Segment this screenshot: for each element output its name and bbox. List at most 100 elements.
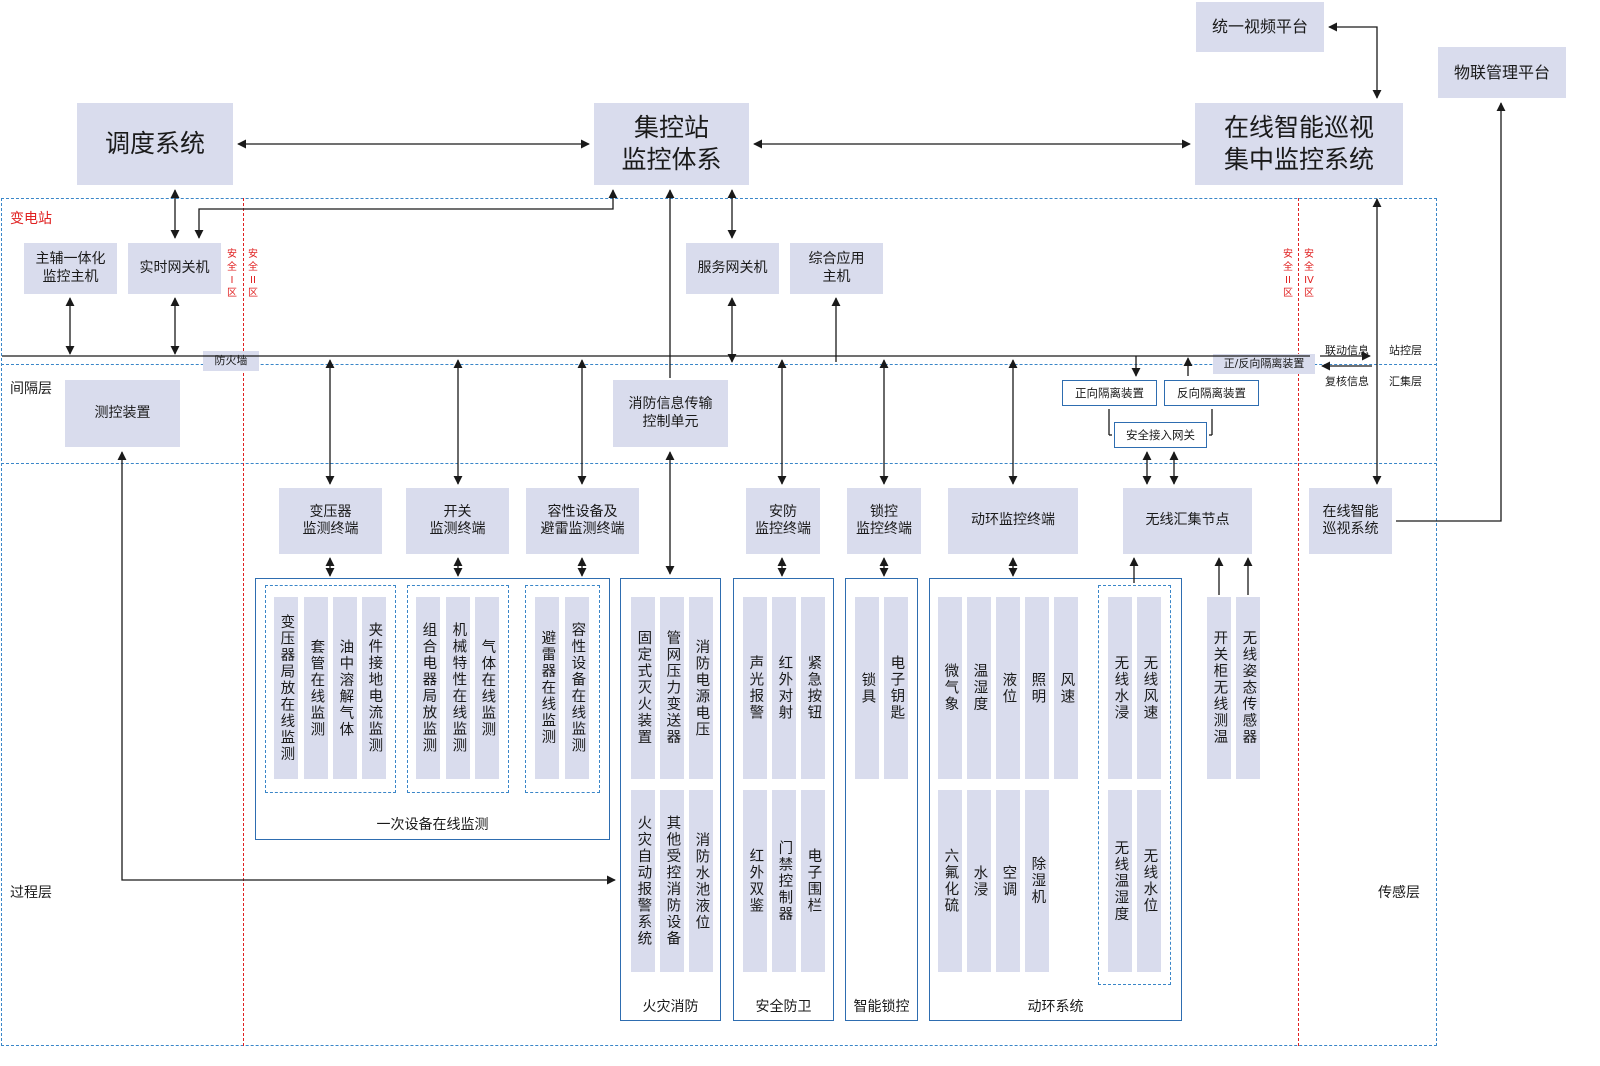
- env-e5: 风速: [1054, 597, 1078, 779]
- env-e7: 水浸: [967, 790, 991, 972]
- security-terminal[interactable]: 安防 监控终端: [746, 488, 820, 554]
- lock-l1: 锁具: [855, 597, 879, 779]
- iso-combined-label: 正/反向隔离装置: [1223, 357, 1305, 371]
- env-terminal[interactable]: 动环监控终端: [948, 488, 1078, 554]
- iso-device-combined: 正/反向隔离装置: [1213, 354, 1315, 374]
- fire-unit-label-2: 控制单元: [642, 413, 699, 430]
- security-zone-2-label: 安 全 II 区: [248, 249, 258, 299]
- main-aux-host[interactable]: 主辅一体化 监控主机: [24, 243, 117, 294]
- sec-a6: 电子围栏: [801, 790, 825, 972]
- lock-l2-label: 电子钥匙: [888, 655, 905, 721]
- env-x1-label: 开关柜无线测温: [1211, 630, 1228, 746]
- sec-a4: 红外双鉴: [743, 790, 767, 972]
- fire-f1-label: 固定式灭火装置: [635, 630, 652, 746]
- link-video-patrol: [1328, 22, 1382, 99]
- env-e7-label: 水浸: [971, 864, 988, 898]
- lock-terminal-label-2: 监控终端: [856, 521, 912, 537]
- sec-a1-label: 声光报警: [747, 655, 764, 721]
- fire-info-transfer-unit[interactable]: 消防信息传输 控制单元: [613, 380, 728, 447]
- reverse-iso-label: 反向隔离装置: [1177, 386, 1246, 400]
- integrated-app-host[interactable]: 综合应用 主机: [790, 243, 883, 294]
- env-e8-label: 空调: [1000, 864, 1017, 898]
- fire-f3-label: 消防电源电压: [693, 638, 710, 738]
- env-e1: 微气象: [938, 597, 962, 779]
- forward-isolation-device[interactable]: 正向隔离装置: [1062, 380, 1157, 406]
- fire-f4-label: 火灾自动报警系统: [635, 815, 652, 947]
- fire-f5: 其他受控消防设备: [660, 790, 684, 972]
- fire-caption: 火灾消防: [642, 999, 699, 1015]
- env-w4: 无线水位: [1137, 790, 1161, 972]
- env-caption: 动环系统: [1027, 999, 1084, 1015]
- unified-video-platform[interactable]: 统一视频平台: [1196, 2, 1324, 52]
- fire-f2: 管网压力变送器: [660, 597, 684, 779]
- fire-f6-label: 消防水池液位: [693, 831, 710, 931]
- fire-f3: 消防电源电压: [689, 597, 713, 779]
- env-terminal-label: 动环监控终端: [971, 512, 1055, 529]
- sec-a2: 红外对射: [772, 597, 796, 779]
- env-e8: 空调: [996, 790, 1020, 972]
- wireless-node[interactable]: 无线汇集节点: [1123, 488, 1252, 554]
- security-group: [733, 578, 834, 1021]
- env-w1-label: 无线水浸: [1112, 655, 1129, 721]
- secure-access-gateway[interactable]: 安全接入网关: [1114, 422, 1207, 448]
- aggregation-layer-label: 汇集层: [1389, 375, 1422, 388]
- dispatch-system[interactable]: 调度系统: [77, 103, 233, 185]
- service-gateway[interactable]: 服务网关机: [686, 243, 779, 294]
- fire-unit-label-1: 消防信息传输: [628, 396, 713, 412]
- iot-platform-label: 物联管理平台: [1453, 62, 1550, 82]
- integrated-label-1: 综合应用: [808, 251, 865, 267]
- env-e6: 六氟化硫: [938, 790, 962, 972]
- security-zone-1-label: 安 全 I 区: [227, 249, 237, 299]
- service-gateway-label: 服务网关机: [697, 259, 768, 276]
- link-realtime-central: [194, 189, 618, 239]
- measure-control-label: 测控装置: [94, 404, 151, 421]
- sec-a5-label: 门禁控制器: [776, 839, 793, 923]
- forward-iso-label: 正向隔离装置: [1075, 386, 1144, 400]
- wireless-subgroup: [1098, 585, 1171, 985]
- realtime-gateway[interactable]: 实时网关机: [128, 243, 221, 294]
- iot-platform[interactable]: 物联管理平台: [1438, 47, 1566, 98]
- sec-a6-label: 电子围栏: [805, 848, 822, 914]
- lock-caption: 智能锁控: [853, 999, 910, 1015]
- bay-zone-divider: [1, 364, 1437, 464]
- online-patrol-system[interactable]: 在线智能 巡视系统: [1309, 488, 1392, 554]
- link-info-label: 联动信息: [1325, 344, 1369, 357]
- sec-a4-label: 红外双鉴: [747, 848, 764, 914]
- measure-control-device[interactable]: 测控装置: [65, 380, 180, 447]
- env-e1-label: 微气象: [942, 663, 959, 713]
- review-info-label: 复核信息: [1325, 375, 1369, 388]
- centralized-control-station[interactable]: 集控站 监控体系: [594, 103, 749, 185]
- fire-group: [620, 578, 721, 1021]
- env-e4-label: 照明: [1029, 671, 1046, 705]
- link-measure-firegrp: [117, 451, 616, 885]
- reverse-isolation-device[interactable]: 反向隔离装置: [1164, 380, 1259, 406]
- env-w1: 无线水浸: [1108, 597, 1132, 779]
- lock-group: [845, 578, 918, 1021]
- station-control-layer-label: 站控层: [1389, 344, 1422, 357]
- sensing-layer-label: 传感层: [1378, 885, 1420, 901]
- security-terminal-label-2: 监控终端: [755, 521, 811, 537]
- lock-terminal[interactable]: 锁控 监控终端: [847, 488, 921, 554]
- fire-f2-label: 管网压力变送器: [664, 630, 681, 746]
- substation-zone: [1, 198, 1437, 1046]
- main-aux-label-1: 主辅一体化: [35, 251, 106, 267]
- env-group: [929, 578, 1182, 1021]
- link-patrol-iot: [1396, 102, 1506, 522]
- env-w2-label: 无线风速: [1141, 655, 1158, 721]
- security-divider-right: [1298, 198, 1299, 1046]
- lock-terminal-label-1: 锁控: [870, 503, 898, 520]
- sec-a3: 紧急按钮: [801, 597, 825, 779]
- sec-a5: 门禁控制器: [772, 790, 796, 972]
- env-e2-label: 温湿度: [971, 663, 988, 713]
- env-e9-label: 除湿机: [1029, 856, 1046, 906]
- fire-f6: 消防水池液位: [689, 790, 713, 972]
- dispatch-system-label: 调度系统: [104, 128, 205, 158]
- lock-l1-label: 锁具: [859, 671, 876, 705]
- security-terminal-label-1: 安防: [769, 503, 797, 520]
- env-w4-label: 无线水位: [1141, 848, 1158, 914]
- patrol-system-label-1: 在线智能: [1322, 503, 1379, 520]
- patrol-central-system[interactable]: 在线智能巡视 集中监控系统: [1195, 103, 1403, 185]
- env-e2: 温湿度: [967, 597, 991, 779]
- env-e9: 除湿机: [1025, 790, 1049, 972]
